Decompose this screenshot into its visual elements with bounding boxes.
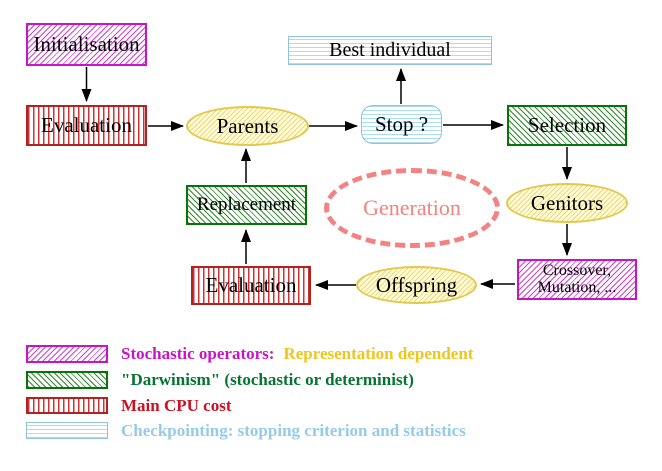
node-replacement: Replacement <box>186 185 307 225</box>
legend-row-darwinism: "Darwinism" (stochastic or determinist) <box>26 370 414 389</box>
node-genitors: Genitors <box>506 183 628 223</box>
node-evaluation-top: Evaluation <box>26 105 147 146</box>
legend-row-stochastic-operators: Stochastic operators: Representation dep… <box>26 344 474 363</box>
legend-label-checkpointing: Checkpointing: stopping criterion and st… <box>121 420 466 440</box>
legend-swatch-green-hatch <box>26 371 108 389</box>
node-crossover-mutation: Crossover, Mutation, ... <box>517 259 637 300</box>
node-evaluation-bottom: Evaluation <box>191 266 311 305</box>
node-stop: Stop ? <box>361 105 442 144</box>
legend-label-stochastic: Stochastic operators: <box>121 344 275 363</box>
node-offspring: Offspring <box>356 266 477 304</box>
crossover-line1: Crossover, <box>542 261 612 279</box>
node-initialisation: Initialisation <box>26 23 147 66</box>
node-best-individual: Best individual <box>288 36 492 65</box>
legend-swatch-magenta-hatch <box>26 345 108 363</box>
legend-swatch-cyan-stripes <box>26 422 108 439</box>
legend-row-main-cpu-cost: Main CPU cost <box>26 395 232 415</box>
legend-swatch-red-stripes <box>26 397 108 414</box>
crossover-line2: Mutation, ... <box>537 278 617 296</box>
legend-label-darwinism: "Darwinism" (stochastic or determinist) <box>121 370 414 389</box>
node-generation-cycle: Generation <box>324 168 500 248</box>
legend-label-cpu-cost: Main CPU cost <box>121 395 232 415</box>
legend-row-checkpointing: Checkpointing: stopping criterion and st… <box>26 420 466 440</box>
legend-label-representation: Representation dependent <box>283 344 474 363</box>
node-selection: Selection <box>507 105 627 146</box>
node-parents: Parents <box>186 106 309 146</box>
